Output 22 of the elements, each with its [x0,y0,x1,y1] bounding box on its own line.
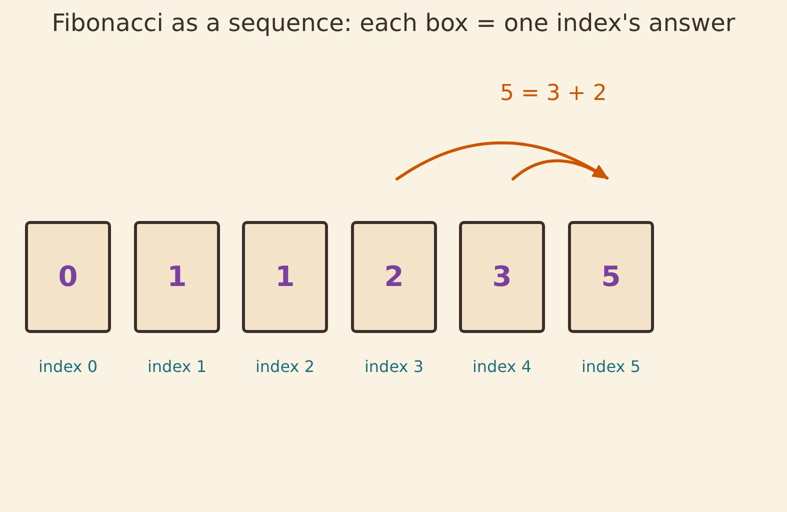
title: Fibonacci as a sequence: each box = one index's answer [50,9,736,37]
number-value: 0 [58,263,78,291]
index-label: index 4 [471,357,533,376]
number-card [351,221,437,333]
index-label: index 0 [37,357,99,376]
index-label: index 1 [146,357,208,376]
number-value: 5 [601,263,621,291]
number-value: 2 [384,263,404,291]
number-value: 1 [167,263,187,291]
number-card [242,221,328,333]
arrow [512,159,609,180]
number-value: 3 [492,263,512,291]
number-value: 1 [275,263,295,291]
equation-label: 5 = 3 + 2 [500,81,607,108]
index-label: index 5 [580,357,642,376]
number-card [25,221,111,333]
number-card [134,221,220,333]
number-card [568,221,654,333]
arrow [396,141,609,180]
number-card [459,221,545,333]
index-label: index 2 [254,357,316,376]
index-label: index 3 [363,357,425,376]
